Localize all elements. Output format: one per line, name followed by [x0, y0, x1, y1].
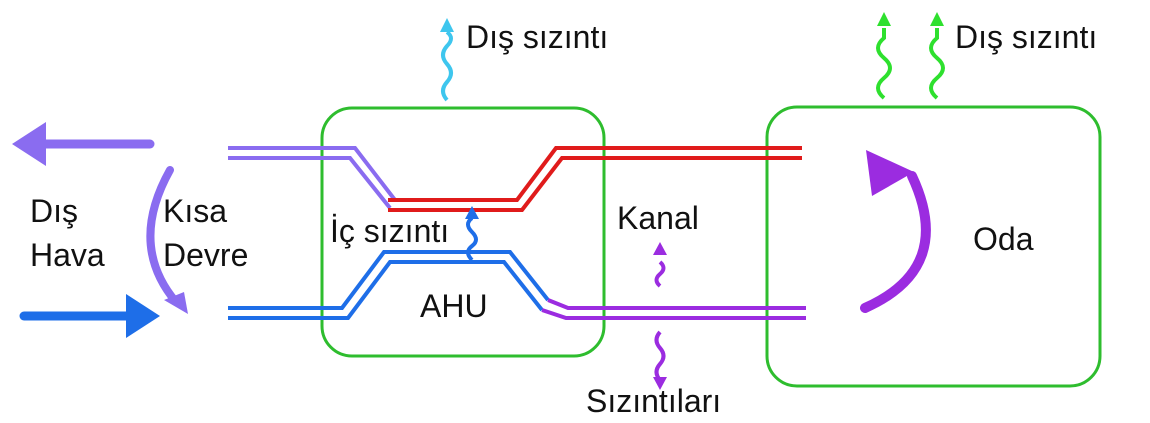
outdoor-air-label-line2: Hava	[30, 237, 105, 273]
room-circulation-arrow	[860, 150, 931, 313]
internal-leak-label: İç sızıntı	[330, 213, 449, 249]
exhaust-air-arrow	[12, 122, 155, 166]
exterior-leak-room-label: Dış sızıntı	[955, 19, 1097, 55]
exterior-leak-room-arrows	[876, 12, 945, 100]
duct-leak-arrows	[653, 242, 667, 390]
return-duct	[541, 298, 806, 320]
duct-leak-label-line1: Kanal	[617, 200, 699, 236]
exterior-leak-ahu-arrow	[440, 18, 454, 102]
intake-duct-blue	[228, 250, 550, 320]
intake-air-arrow	[19, 294, 160, 338]
ahu-box	[320, 106, 606, 358]
short-circuit-label-line1: Kısa	[163, 193, 227, 229]
exterior-leak-ahu-label: Dış sızıntı	[466, 19, 608, 55]
room-box	[765, 105, 1102, 388]
short-circuit-arrow	[146, 166, 188, 314]
duct-leak-label-line2: Sızıntıları	[586, 383, 721, 419]
short-circuit-label-line2: Devre	[163, 237, 248, 273]
exhaust-duct	[228, 146, 397, 210]
internal-leak-arrow	[465, 206, 479, 262]
supply-duct-red	[388, 146, 802, 212]
ahu-label: AHU	[420, 288, 488, 324]
outdoor-air-label-line1: Dış	[30, 193, 78, 229]
room-label: Oda	[973, 221, 1034, 257]
